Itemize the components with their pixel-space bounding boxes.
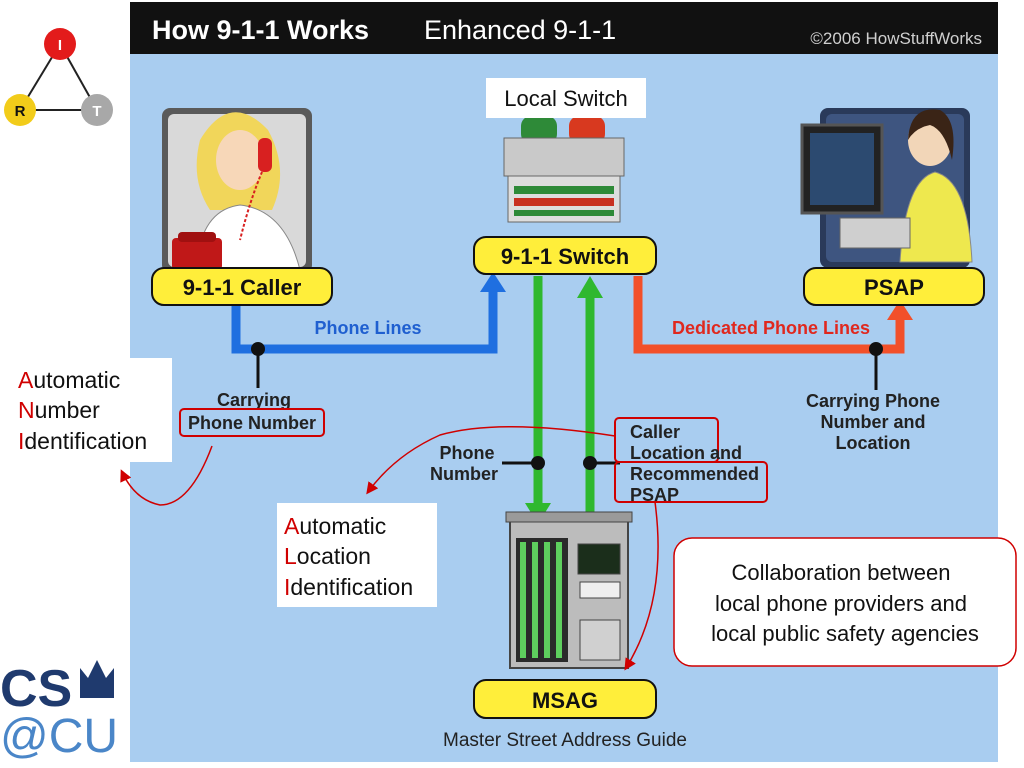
collaboration-line-2: local phone providers and [715,591,967,616]
irt-node-r [4,94,36,126]
phone-lines-connector [231,272,506,388]
ali-line-2: Location [284,543,371,569]
irt-node-t [81,94,113,126]
switch-node: 9-1-1 Switch [473,236,657,275]
header-subtitle: Enhanced 9-1-1 [424,15,616,45]
ali-line-3: Identification [284,574,413,600]
phone-number-highlight [179,408,325,437]
ali-callout [277,503,437,607]
caller-location-1: Caller [630,422,680,442]
caller-location-4: PSAP [630,485,679,505]
dedicated-lines-label: Dedicated Phone Lines [672,318,870,338]
collaboration-box [673,537,1017,667]
irt-node-i [44,28,76,60]
crown-icon [80,660,114,692]
irt-r-label: R [15,103,26,120]
local-switch-label: Local Switch [504,86,628,111]
phone-lines-label: Phone Lines [314,318,421,338]
psap-label: PSAP [864,275,924,300]
psap-carrying-1: Carrying Phone [806,391,940,411]
dedicated-lines-connector [633,276,913,390]
cs-cu-logo: CS @CU [0,660,118,763]
carrying-label: Carrying [217,390,291,410]
ani-arrow [120,445,213,506]
collaboration-line-3: local public safety agencies [711,621,979,646]
caller-location-2: Location and [630,443,742,463]
switch-label: 9-1-1 Switch [501,244,629,269]
ani-line-3: Identification [18,428,147,454]
header-bar [130,2,998,54]
msag-label: MSAG [532,688,598,713]
caller-label: 9-1-1 Caller [183,275,302,300]
irt-t-label: T [92,103,101,120]
header-copyright: ©2006 HowStuffWorks [810,29,982,48]
logo-cs: CS [0,660,72,718]
local-switch-box [486,78,646,118]
psap-node: PSAP [803,267,985,306]
ani-line-1: Automatic [18,367,120,393]
caller-node: 9-1-1 Caller [151,267,333,306]
collaboration-line-1: Collaboration between [732,560,951,585]
msag-caption: Master Street Address Guide [443,730,687,751]
ali-line-1: Automatic [284,513,386,539]
phone-number-label-2: Number [430,464,498,484]
header-title: How 9-1-1 Works [152,15,369,45]
ani-line-2: Number [18,397,100,423]
msag-node: MSAG [473,679,657,719]
irt-i-label: I [58,37,62,54]
ali-arrow [366,426,616,495]
carrying-phone-number: Phone Number [188,413,316,433]
msag-illustration [505,511,633,669]
ani-callout [12,358,172,462]
phone-number-label-1: Phone [439,443,494,463]
switch-illustration [503,116,625,223]
caller-location-highlight-2 [614,461,768,503]
logo-cu: @CU [0,710,118,763]
irt-triangle: I R T [4,28,113,126]
psap-illustration [800,108,973,268]
psap-carrying-3: Location [836,433,911,453]
caller-location-3: Recommended [630,464,759,484]
msag-arrow [624,501,659,671]
caller-illustration [162,108,312,273]
psap-carrying-2: Number and [820,412,925,432]
